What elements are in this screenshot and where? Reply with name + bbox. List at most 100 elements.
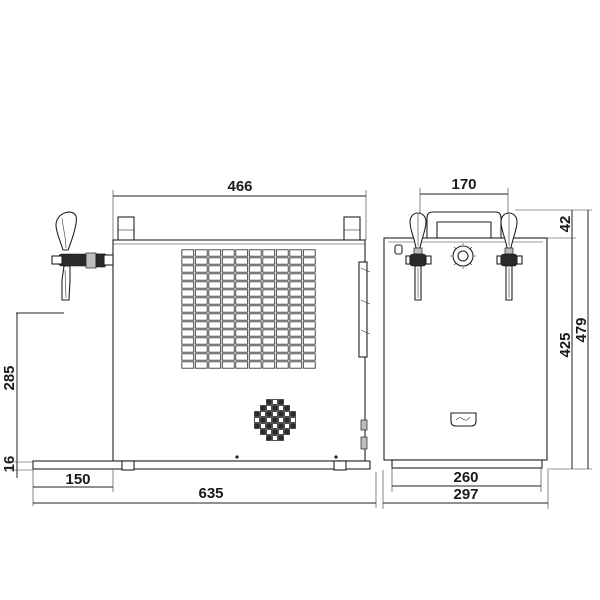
- grille-slot: [302, 297, 316, 305]
- grille-slot: [194, 337, 208, 345]
- grille-slot: [275, 321, 289, 329]
- fan-grille-icon: [254, 399, 296, 441]
- fan-slot: [284, 417, 290, 423]
- grille-slot: [302, 289, 316, 297]
- side-base-plate: [32, 460, 371, 470]
- fan-slot: [272, 405, 278, 411]
- dim-side-width: 466: [112, 178, 367, 240]
- grille-slot: [221, 273, 235, 281]
- grille-slot: [302, 273, 316, 281]
- grille-slot: [181, 297, 195, 305]
- grille-slot: [275, 281, 289, 289]
- grille-slot: [181, 249, 195, 257]
- grille-slot: [302, 249, 316, 257]
- dim-label-285: 285: [1, 365, 18, 390]
- thermostat-dial-icon: [450, 243, 476, 269]
- grille-slot: [235, 289, 249, 297]
- fan-slot: [278, 417, 284, 423]
- fan-slot: [254, 423, 260, 429]
- dim-handle-width: 170: [419, 176, 509, 214]
- grille-slot: [181, 289, 195, 297]
- side-foot-left: [121, 460, 135, 471]
- grille-slot: [262, 337, 276, 345]
- grille-slot: [302, 361, 316, 369]
- front-base: [391, 459, 543, 469]
- grille-slot: [248, 321, 262, 329]
- grille-slot: [208, 329, 222, 337]
- fan-slot: [260, 423, 266, 429]
- dim-label-297: 297: [453, 486, 478, 503]
- fan-slot: [284, 429, 290, 435]
- grille-slot: [194, 313, 208, 321]
- fan-slot: [266, 429, 272, 435]
- grille-slot: [181, 353, 195, 361]
- brand-logo-badge-icon: [450, 412, 477, 427]
- grille-slot: [275, 305, 289, 313]
- grille-slot: [181, 321, 195, 329]
- grille-slot: [262, 345, 276, 353]
- fan-slot: [290, 417, 296, 423]
- grille-slot: [262, 265, 276, 273]
- grille-slot: [289, 249, 303, 257]
- grille-slot: [221, 257, 235, 265]
- grille-slot: [208, 313, 222, 321]
- side-foot-right: [333, 460, 347, 471]
- fan-slot: [272, 435, 278, 441]
- grille-slot: [208, 249, 222, 257]
- grille-slot: [194, 329, 208, 337]
- grille-slot: [181, 313, 195, 321]
- grille-slot: [289, 273, 303, 281]
- grille-slot: [194, 273, 208, 281]
- grille-slot: [248, 313, 262, 321]
- grille-slot: [181, 329, 195, 337]
- dim-body-height: 425: [557, 238, 574, 469]
- fan-slot: [278, 405, 284, 411]
- fan-slot: [266, 435, 272, 441]
- grille-slot: [208, 257, 222, 265]
- dim-label-479: 479: [573, 317, 590, 342]
- grille-slot: [235, 273, 249, 281]
- side-beer-tap-icon: [51, 211, 114, 301]
- dim-label-466: 466: [227, 178, 252, 195]
- grille-slot: [181, 361, 195, 369]
- grille-slot: [235, 329, 249, 337]
- front-beer-tap-icon: [496, 212, 523, 301]
- grille-slot: [181, 257, 195, 265]
- grille-slot: [248, 329, 262, 337]
- grille-slot: [221, 321, 235, 329]
- side-handle-left: [117, 216, 135, 242]
- grille-slot: [235, 321, 249, 329]
- grille-slot: [302, 329, 316, 337]
- grille-slot: [262, 313, 276, 321]
- grille-slot: [194, 289, 208, 297]
- grille-slot: [208, 305, 222, 313]
- grille-slot: [248, 257, 262, 265]
- grille-slot: [235, 353, 249, 361]
- grille-slot: [302, 265, 316, 273]
- grille-slot: [194, 281, 208, 289]
- fan-slot: [290, 411, 296, 417]
- grille-slot: [275, 353, 289, 361]
- grille-slot: [194, 321, 208, 329]
- grille-slot: [208, 321, 222, 329]
- grille-slot: [289, 345, 303, 353]
- fan-slot: [278, 435, 284, 441]
- grille-slot: [289, 305, 303, 313]
- grille-slot: [208, 337, 222, 345]
- grille-slot: [275, 313, 289, 321]
- fan-slot: [278, 429, 284, 435]
- grille-slot: [289, 361, 303, 369]
- grille-slot: [289, 337, 303, 345]
- grille-slot: [275, 345, 289, 353]
- front-indicator-icon: [394, 244, 403, 255]
- grille-slot: [235, 313, 249, 321]
- grille-slot: [221, 353, 235, 361]
- grille-slot: [248, 273, 262, 281]
- grille-slot: [248, 249, 262, 257]
- grille-slot: [248, 345, 262, 353]
- grille-slot: [248, 297, 262, 305]
- grille-slot: [221, 361, 235, 369]
- grille-slot: [289, 257, 303, 265]
- dim-handle-height: 42: [557, 210, 574, 238]
